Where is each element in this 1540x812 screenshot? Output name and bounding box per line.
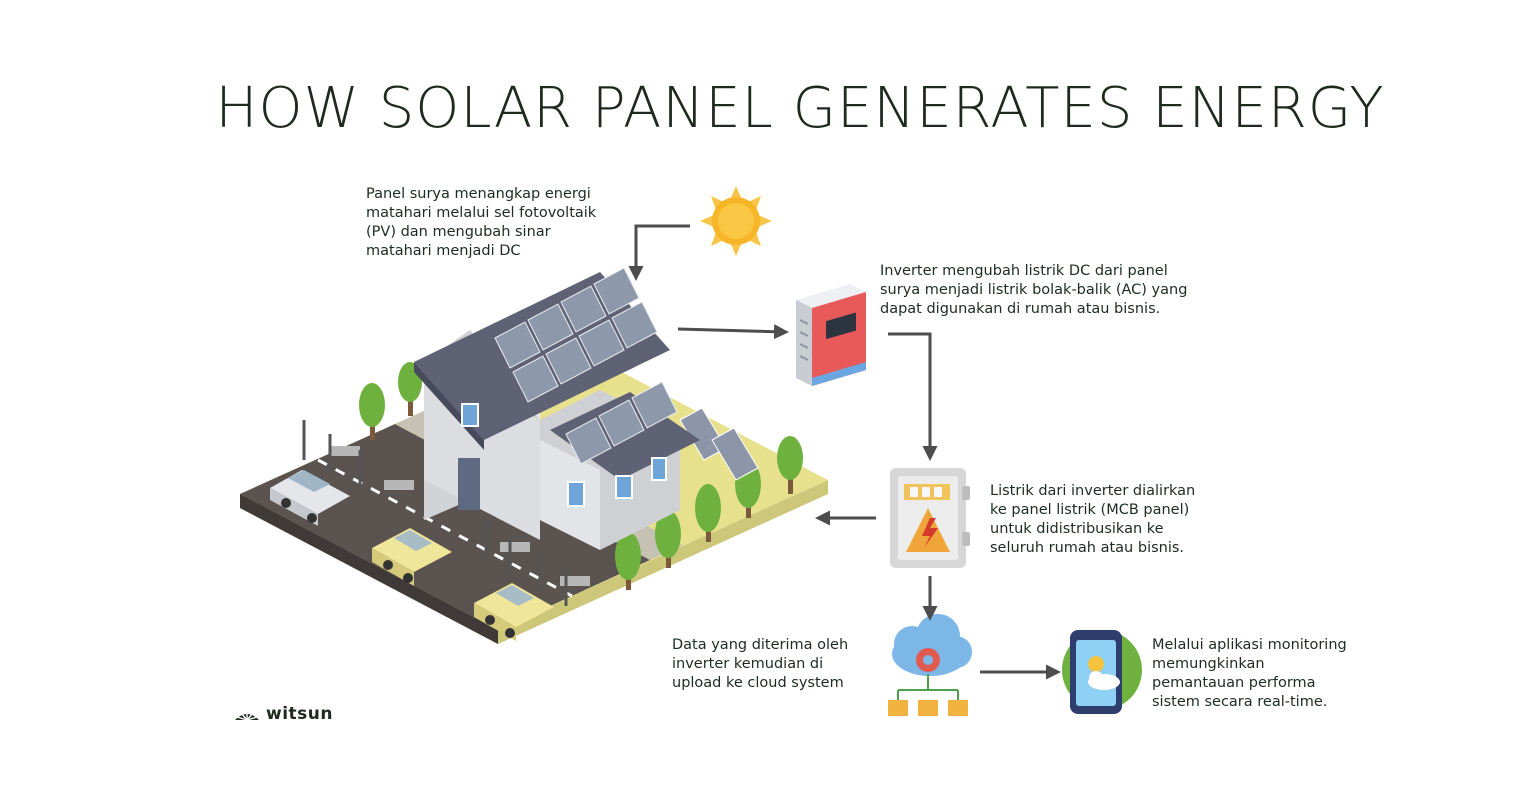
trees bbox=[359, 362, 803, 590]
caption-solar-panel: Panel surya menangkap energi matahari me… bbox=[366, 186, 597, 259]
phone-app-icon bbox=[1062, 630, 1142, 714]
house-illustration bbox=[240, 267, 828, 644]
ground-solar-panels bbox=[679, 407, 759, 481]
roof-solar-panels bbox=[494, 267, 678, 465]
flow-arrows bbox=[628, 224, 1061, 680]
caption-monitoring: Melalui aplikasi monitoring memungkinkan… bbox=[1152, 637, 1347, 710]
arrow-inverter-to-mcb bbox=[888, 332, 938, 461]
inverter-icon bbox=[796, 284, 866, 386]
witsun-logo-icon bbox=[235, 711, 259, 721]
caption-cloud: Data yang diterima oleh inverter kemudia… bbox=[672, 637, 849, 691]
brand-logo: witsun bbox=[234, 704, 333, 724]
caption-mcb-panel: Listrik dari inverter dialirkan ke panel… bbox=[990, 483, 1196, 556]
page-title: HOW SOLAR PANEL GENERATES ENERGY bbox=[215, 76, 1385, 141]
brand-name: witsun bbox=[266, 704, 333, 724]
house-windows bbox=[461, 403, 667, 507]
arrow-panel-to-inverter bbox=[677, 324, 789, 340]
mcb-panel-icon bbox=[890, 468, 970, 568]
house-door bbox=[458, 458, 480, 510]
car-yellow-2 bbox=[474, 583, 554, 641]
sun-icon bbox=[700, 186, 772, 256]
cloud-gear-icon bbox=[888, 614, 972, 716]
caption-inverter: Inverter mengubah listrik DC dari panel … bbox=[880, 263, 1188, 317]
arrow-sun-to-panel bbox=[628, 224, 690, 281]
car-white bbox=[270, 470, 350, 526]
car-yellow-1 bbox=[372, 528, 452, 586]
